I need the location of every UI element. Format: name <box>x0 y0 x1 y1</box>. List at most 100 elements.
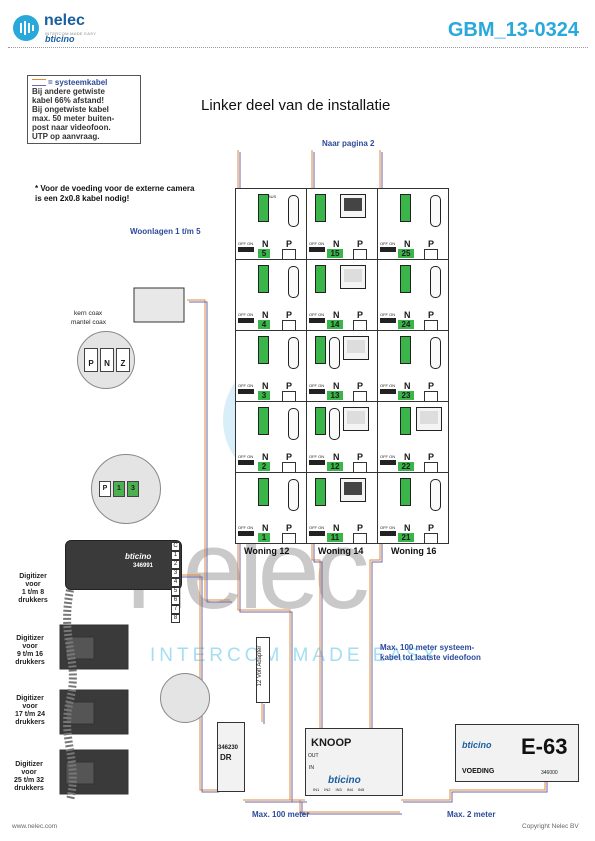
indoor-unit: OFF ON N P 22 <box>377 401 449 473</box>
unit-column-label: Woning 14 <box>318 546 364 556</box>
unit-p-label: P <box>357 452 364 462</box>
unit-column-label: Woning 12 <box>244 546 290 556</box>
unit-p-label: P <box>428 452 435 462</box>
unit-p-label: P <box>428 310 435 320</box>
digitizer-terminal: P <box>99 481 111 497</box>
indoor-unit: OFF ON N P 1 <box>235 472 307 544</box>
indoor-unit: OFF ON N P 14 <box>306 259 378 331</box>
unit-switch <box>380 389 396 394</box>
partner-name: bticino <box>45 34 75 44</box>
unit-off-on: OFF ON <box>309 525 325 530</box>
unit-switch <box>238 389 254 394</box>
unit-n-label: N <box>262 310 269 320</box>
unit-switch <box>238 460 254 465</box>
digitizer-label-line: Digitizer <box>15 761 43 768</box>
pnz-terminal: N <box>100 348 114 372</box>
digitizer-label-line: drukkers <box>18 597 48 604</box>
camera-note: * Voor de voeding voor de externe camera… <box>35 184 194 204</box>
knoop-in-label: IN <box>309 765 314 771</box>
unit-n-label: N <box>404 523 411 533</box>
knoop-brand: bticino <box>328 775 361 786</box>
indoor-unit: OFF ON N P 25 <box>377 188 449 260</box>
unit-address-n: 13 <box>327 391 343 400</box>
unit-n-label: N <box>333 452 340 462</box>
handset-icon <box>430 195 441 227</box>
unit-address-n: 24 <box>398 320 414 329</box>
digitizer-module-terminal: 5 <box>171 587 180 596</box>
legend-line: post naar videofoon. <box>32 123 111 132</box>
nelec-logo-icon <box>13 15 39 41</box>
unit-p-label: P <box>286 381 293 391</box>
distance-right: Max. 2 meter <box>447 810 496 819</box>
max-100-note-line: Max. 100 meter systeem- <box>380 643 475 652</box>
indoor-unit: OFF ON N P 15 <box>306 188 378 260</box>
camera-note-line: is een 2x0.8 kabel nodig! <box>35 194 130 203</box>
digitizer-label: Digitizer voor 1 t/m 8 drukkers <box>8 573 58 605</box>
unit-address-p <box>424 533 438 544</box>
footer-copyright: Copyright Nelec BV <box>522 823 579 830</box>
camera-note-line: * Voor de voeding voor de externe camera <box>35 184 195 193</box>
digitizer-module-brand: bticino <box>125 552 152 561</box>
unit-n-label: N <box>333 381 340 391</box>
indoor-unit: OFF ON N P 3 <box>235 330 307 402</box>
digitizer-module-main <box>65 540 182 590</box>
unit-switch <box>238 247 254 252</box>
max-100-note-line: kabel tot laatste videofoon <box>380 653 481 662</box>
indoor-unit: OFF ON N P 13 <box>306 330 378 402</box>
unit-p-label: P <box>428 239 435 249</box>
digitizer-label: Digitizer voor 9 t/m 16 drukkers <box>5 635 55 667</box>
unit-address-n: 14 <box>327 320 343 329</box>
knoop-input: IN4 <box>346 787 353 792</box>
camera-terminal-zoom <box>160 673 210 723</box>
power-module <box>217 722 245 792</box>
handset-icon <box>329 337 340 369</box>
digitizer-label: Digitizer voor 17 t/m 24 drukkers <box>5 695 55 727</box>
digitizer-label-line: 25 t/m 32 <box>14 777 44 784</box>
unit-p-label: P <box>357 310 364 320</box>
video-screen-icon <box>343 407 369 431</box>
handset-icon <box>288 337 299 369</box>
pnz-terminal-block: P N Z <box>84 348 130 372</box>
unit-switch <box>309 389 325 394</box>
indoor-unit: OFF ON N P 23 <box>377 330 449 402</box>
handset-icon <box>288 479 299 511</box>
digitizer-module-terminals: C 1 2 3 4 5 6 7 8 <box>171 542 180 623</box>
system-cable <box>245 801 402 815</box>
unit-terminal-strip <box>400 265 411 293</box>
unit-address-n: 5 <box>258 249 270 258</box>
handset-icon <box>430 479 441 511</box>
digitizer-module-code: 346991 <box>133 563 154 569</box>
power-supply-e63 <box>455 724 579 782</box>
digitizer-module-terminal: 4 <box>171 578 180 587</box>
floors-label: Woonlagen 1 t/m 5 <box>130 227 201 236</box>
unit-switch <box>309 531 325 536</box>
unit-off-on: OFF ON <box>309 241 325 246</box>
digitizer-module-terminal: 8 <box>171 614 180 623</box>
digitizer-module-terminal: 2 <box>171 560 180 569</box>
digitizer-module-terminal: 7 <box>171 605 180 614</box>
unit-address-p <box>353 533 367 544</box>
unit-p-label: P <box>357 523 364 533</box>
digitizer-label-line: drukkers <box>15 659 45 666</box>
nelec-logo: nelec INTERCOM MADE EASY bticino <box>12 12 100 44</box>
unit-n-label: N <box>333 523 340 533</box>
system-cable <box>189 301 232 603</box>
knoop-input: IN5 <box>357 787 365 792</box>
distance-left: Max. 100 meter <box>252 810 310 819</box>
supply-brand: bticino <box>462 740 492 750</box>
unit-address-p <box>282 533 296 544</box>
digitizer-module-terminal: 1 <box>171 551 180 560</box>
system-cable <box>403 782 548 803</box>
digitizer-label-line: voor <box>22 703 38 710</box>
unit-terminal-strip <box>258 407 269 435</box>
unit-terminal-strip <box>258 265 269 293</box>
unit-switch <box>380 531 396 536</box>
unit-terminal-strip <box>315 194 326 222</box>
to-page-label: Naar pagina 2 <box>322 139 375 148</box>
adapter-label: 12 Volt Adapter <box>257 645 263 687</box>
digitizer-terminal: 1 <box>113 481 125 497</box>
unit-p-label: P <box>357 239 364 249</box>
header-divider <box>8 47 588 48</box>
unit-terminal-strip <box>400 336 411 364</box>
digitizer-label-line: voor <box>22 643 38 650</box>
